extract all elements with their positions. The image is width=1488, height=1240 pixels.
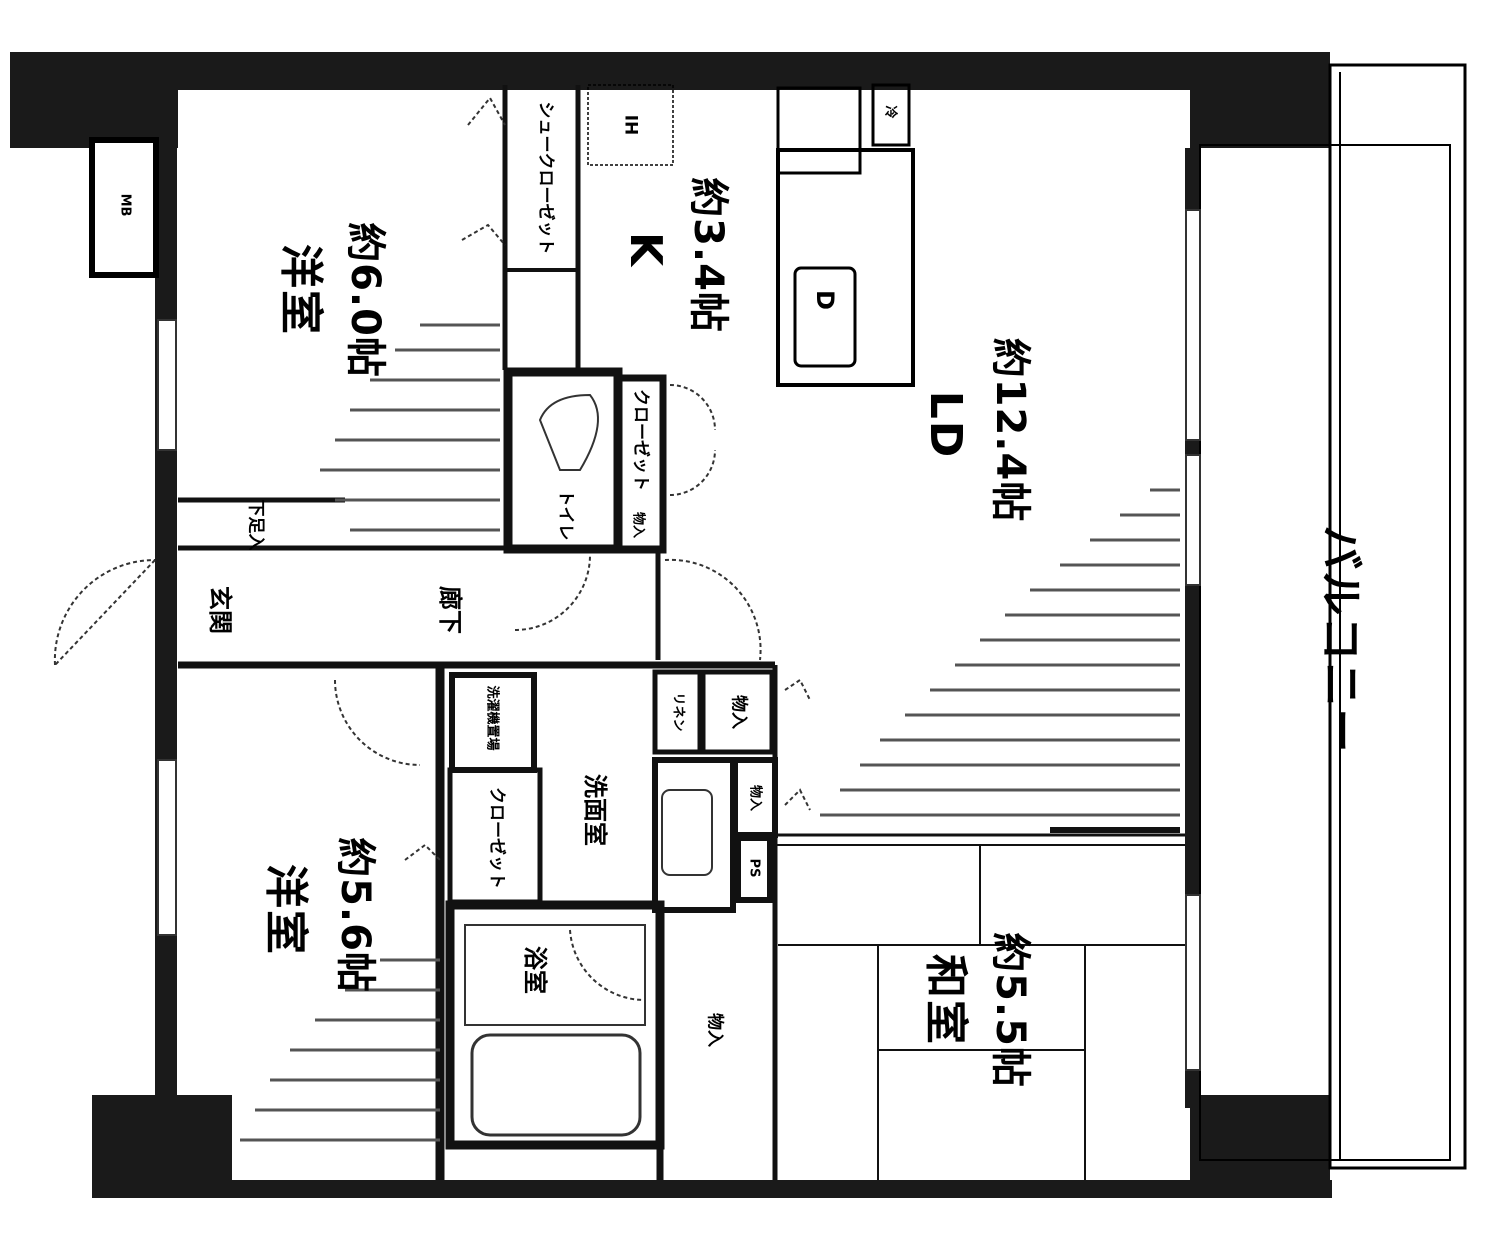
balcony-label: バルコニー xyxy=(1315,525,1366,755)
storage-2-label: 物入 xyxy=(728,695,749,729)
room-ld-area: 約12.4帖 xyxy=(987,337,1033,523)
sink-label: D xyxy=(811,290,839,310)
room-japanese-name: 和室 xyxy=(920,954,971,1046)
flooring-hatch xyxy=(240,323,1180,1142)
bathroom-label: 浴室 xyxy=(521,946,549,994)
duct-niche xyxy=(89,137,159,278)
washer-label: 洗濯機置場 xyxy=(484,685,500,751)
balcony-area xyxy=(1199,63,1467,1170)
interior-walls xyxy=(178,85,1185,1180)
room-western-south-name: 洋室 xyxy=(260,864,311,956)
shoe-closet-label: シュークローゼット xyxy=(535,101,556,255)
linen-label: リネン xyxy=(670,692,686,732)
bathtub xyxy=(464,924,646,1137)
fridge-label: 冷 xyxy=(882,105,898,119)
room-ld-name: LD xyxy=(920,390,971,460)
cooktop-label: IH xyxy=(620,114,641,136)
kitchen-counter xyxy=(587,83,915,387)
shoe-box-label: 下足入 xyxy=(245,499,266,551)
closet-south-label: クローゼット xyxy=(486,787,507,889)
toilet-label: トイレ xyxy=(555,489,576,541)
storage-wall-label: 物入 xyxy=(630,511,646,539)
entrance-label: 玄関 xyxy=(206,586,234,634)
washroom-label: 洗面室 xyxy=(581,774,609,846)
room-western-north-area: 約6.0帖 xyxy=(342,222,388,378)
storage-1-label: 物入 xyxy=(704,1013,725,1047)
room-japanese-area: 約5.5帖 xyxy=(987,932,1033,1088)
room-western-south-area: 約5.6帖 xyxy=(332,837,378,993)
windows xyxy=(157,209,1201,1071)
room-kitchen-area: 約3.4帖 xyxy=(685,177,731,333)
mb-label: MB xyxy=(117,193,133,217)
fixtures xyxy=(538,393,713,876)
door-swings xyxy=(53,96,811,1002)
room-western-north-name: 洋室 xyxy=(275,244,326,336)
hallway-label: 廊下 xyxy=(436,586,464,634)
room-kitchen-name: K xyxy=(620,231,671,269)
ps-label: PS xyxy=(746,858,762,878)
storage-3-label: 物入 xyxy=(747,784,763,812)
closet-north-label: クローゼット xyxy=(630,389,651,491)
